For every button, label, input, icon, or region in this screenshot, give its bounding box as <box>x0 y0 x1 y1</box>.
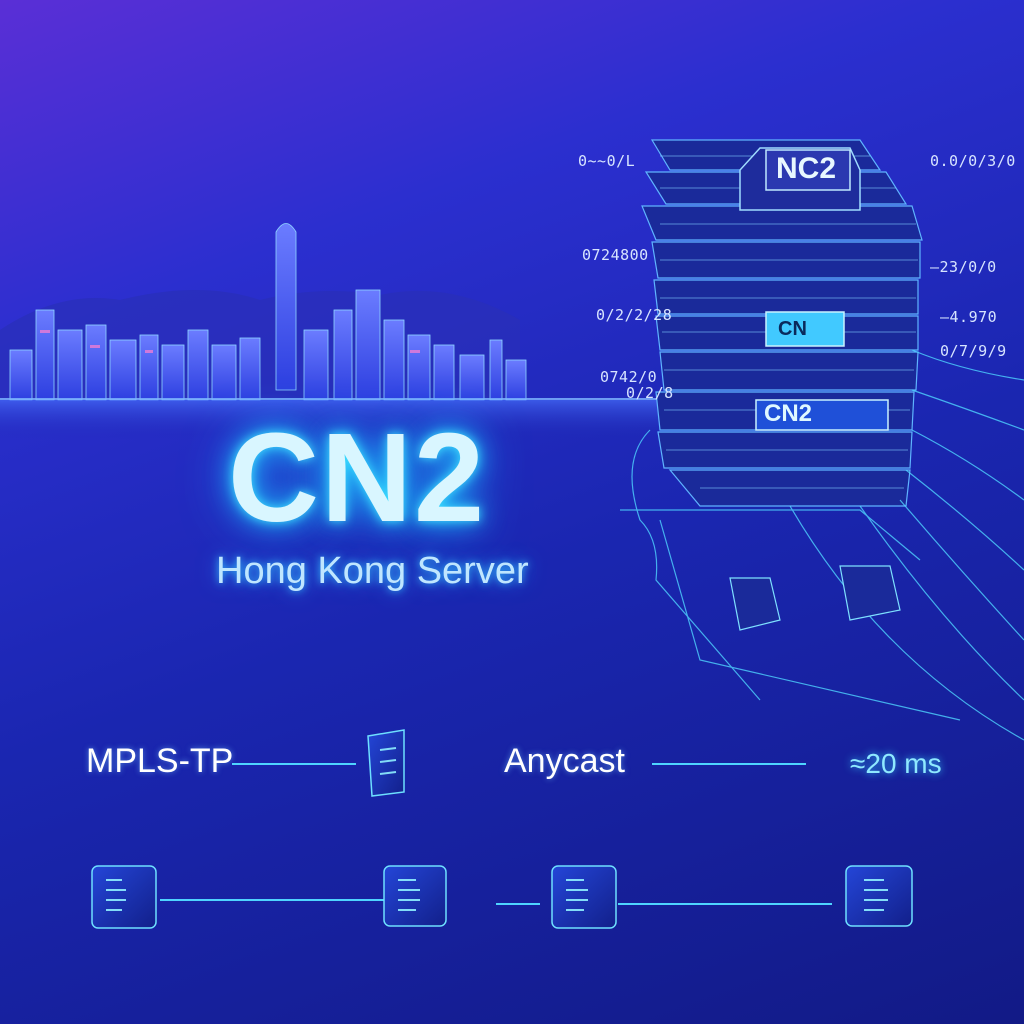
latency-label: ≈20 ms <box>850 748 942 779</box>
rack-label-cn: CN <box>778 318 807 340</box>
device-icon <box>551 865 617 929</box>
tag-left-4a: 0742/0 <box>600 368 658 386</box>
page-title: CN2 <box>228 407 487 548</box>
device-icon <box>845 865 913 927</box>
rack-label-cn2: CN2 <box>764 400 813 427</box>
nc2-panel <box>739 147 861 211</box>
server-rack-illustration <box>620 139 1024 741</box>
rack-label-nc2: NC2 <box>776 152 837 185</box>
tag-left-1: 0~~0/L <box>578 152 636 170</box>
device-icon <box>367 729 405 797</box>
tag-left-4b: 0/2/8 <box>626 384 674 402</box>
cn2-panel <box>755 399 889 431</box>
cn-mid-panel <box>765 311 845 347</box>
tag-right-3: —4.970 <box>940 308 998 326</box>
hong-kong-skyline <box>0 223 660 440</box>
tag-right-1: 0.0/0/3/0 <box>930 152 1016 170</box>
feature-mpls-label: MPLS-TP <box>86 742 234 780</box>
feature-anycast-label: Anycast <box>504 742 625 780</box>
tag-left-2: 0724800 <box>582 246 649 264</box>
device-icon <box>91 865 157 929</box>
device-icon <box>383 865 447 927</box>
tag-right-2: —23/0/0 <box>930 258 997 276</box>
page-subtitle: Hong Kong Server <box>216 550 529 592</box>
tag-left-3: 0/2/2/28 <box>596 306 673 324</box>
tag-right-4: 0/7/9/9 <box>940 342 1007 360</box>
